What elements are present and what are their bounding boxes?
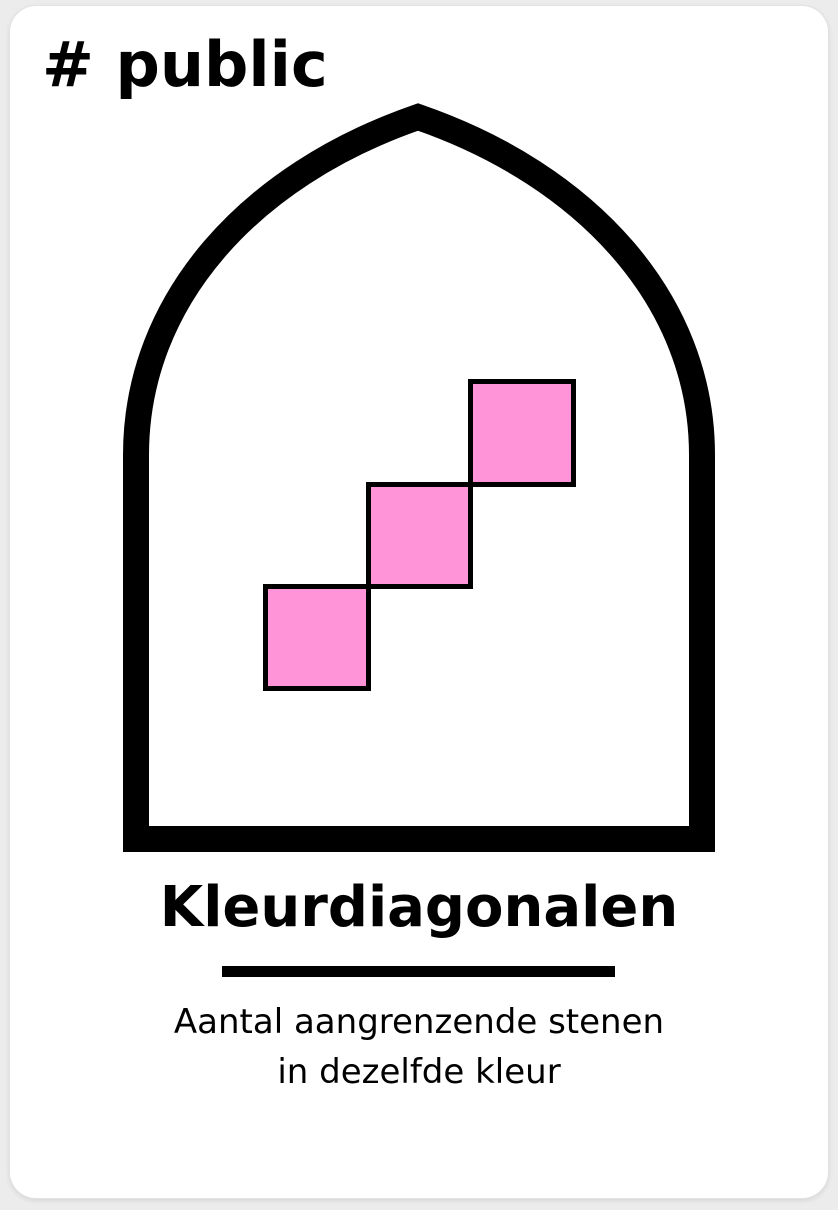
- card-title: Kleurdiagonalen: [159, 875, 679, 940]
- arch-window-frame: [123, 103, 715, 852]
- pink-tile-lower: [263, 584, 371, 691]
- title-underline: [222, 966, 615, 977]
- card-description-line-2: in dezelfde kleur: [277, 1052, 561, 1092]
- card-description-line-1: Aantal aangrenzende stenen: [173, 1002, 665, 1042]
- pink-tile-middle: [366, 482, 473, 589]
- card-tag: # public: [42, 28, 328, 101]
- pink-tile-upper: [468, 379, 576, 487]
- arch-window-illustration: [123, 103, 715, 852]
